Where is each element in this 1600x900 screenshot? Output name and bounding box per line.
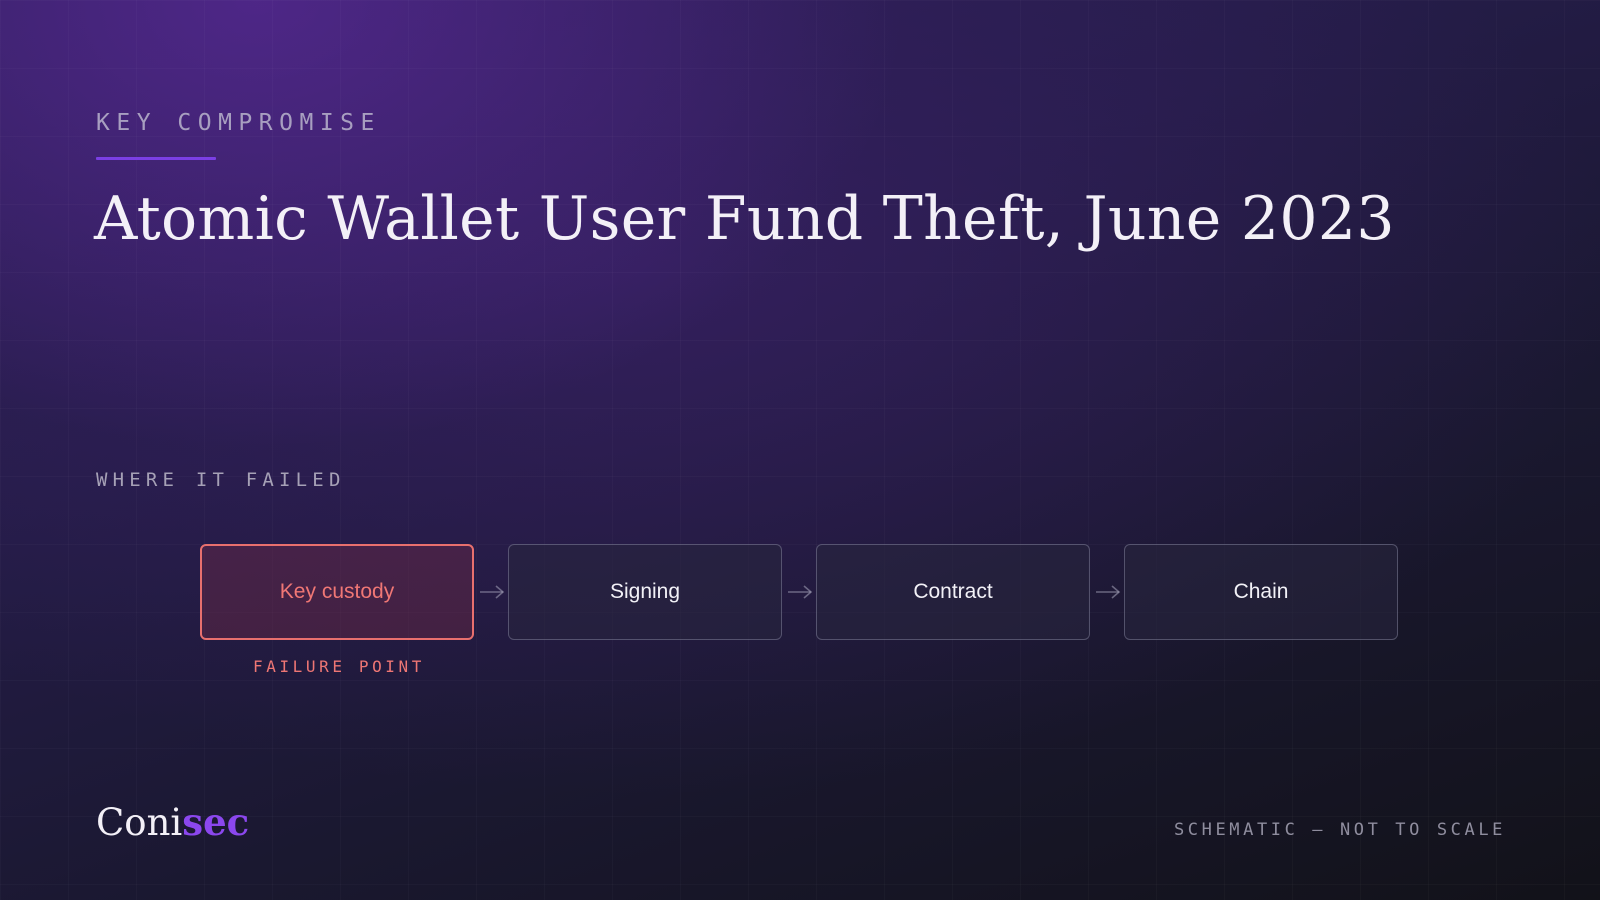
step-chain: Chain xyxy=(1124,544,1398,640)
page-title: Atomic Wallet User Fund Theft, June 2023 xyxy=(94,184,1395,254)
step-key-custody: Key custody xyxy=(200,544,474,640)
arrow-right-icon xyxy=(1096,585,1121,599)
failure-flow-diagram: Key custody Signing Contract Chain xyxy=(200,544,1400,642)
failure-point-label: FAILURE POINT xyxy=(252,657,426,676)
schematic-note: SCHEMATIC — NOT TO SCALE xyxy=(1173,820,1506,840)
step-signing: Signing xyxy=(508,544,782,640)
eyebrow-underline xyxy=(96,157,216,160)
arrow-right-icon xyxy=(788,585,813,599)
brand-logo: Conisec xyxy=(96,800,249,844)
arrow-right-icon xyxy=(480,585,505,599)
section-label: WHERE IT FAILED xyxy=(96,469,346,491)
brand-primary: Coni xyxy=(96,801,183,844)
step-contract: Contract xyxy=(816,544,1090,640)
brand-accent: sec xyxy=(182,800,250,844)
category-eyebrow: KEY COMPROMISE xyxy=(96,110,381,136)
